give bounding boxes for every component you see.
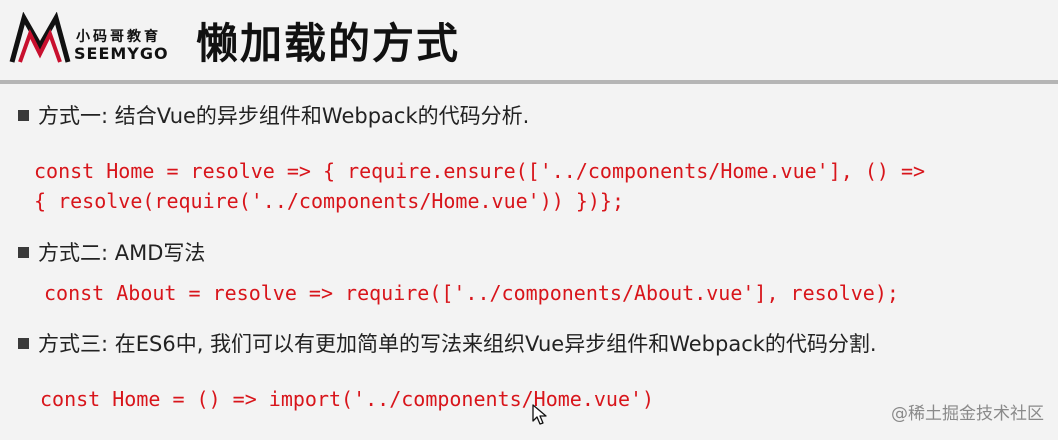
bullet-square-icon [18, 246, 29, 258]
code-line: const About = resolve => require(['../co… [44, 281, 899, 305]
watermark: @稀土掘金技术社区 [891, 404, 1044, 424]
brand-name-cn: 小码哥教育 [76, 29, 161, 45]
code-line: const Home = () => import('../components… [40, 387, 655, 411]
bullet-square-icon [18, 337, 29, 349]
bullet-method-2: 方式二: AMD写法 [18, 237, 205, 267]
seemygo-m-logo-icon [9, 12, 71, 63]
code-line: const Home = resolve => { require.ensure… [34, 159, 926, 183]
bullet-method-1: 方式一: 结合Vue的异步组件和Webpack的代码分析. [18, 100, 529, 130]
brand-name-en: SEEMYGO [74, 44, 169, 63]
bullet-label: 方式三: 在ES6中, 我们可以有更加简单的写法来组织Vue异步组件和Webpa… [38, 332, 877, 356]
bullet-label: 方式一: 结合Vue的异步组件和Webpack的代码分析. [38, 104, 530, 128]
brand-logo: 小码哥教育 SEEMYGO [8, 8, 178, 68]
slide-title: 懒加载的方式 [196, 19, 461, 68]
bullet-square-icon [18, 109, 29, 121]
bullet-label: 方式二: AMD写法 [38, 241, 206, 265]
mouse-cursor-icon [532, 404, 547, 425]
bullet-method-3: 方式三: 在ES6中, 我们可以有更加简单的写法来组织Vue异步组件和Webpa… [18, 328, 877, 358]
code-line: { resolve(require('../components/Home.vu… [34, 189, 625, 213]
header-divider [0, 80, 1058, 84]
